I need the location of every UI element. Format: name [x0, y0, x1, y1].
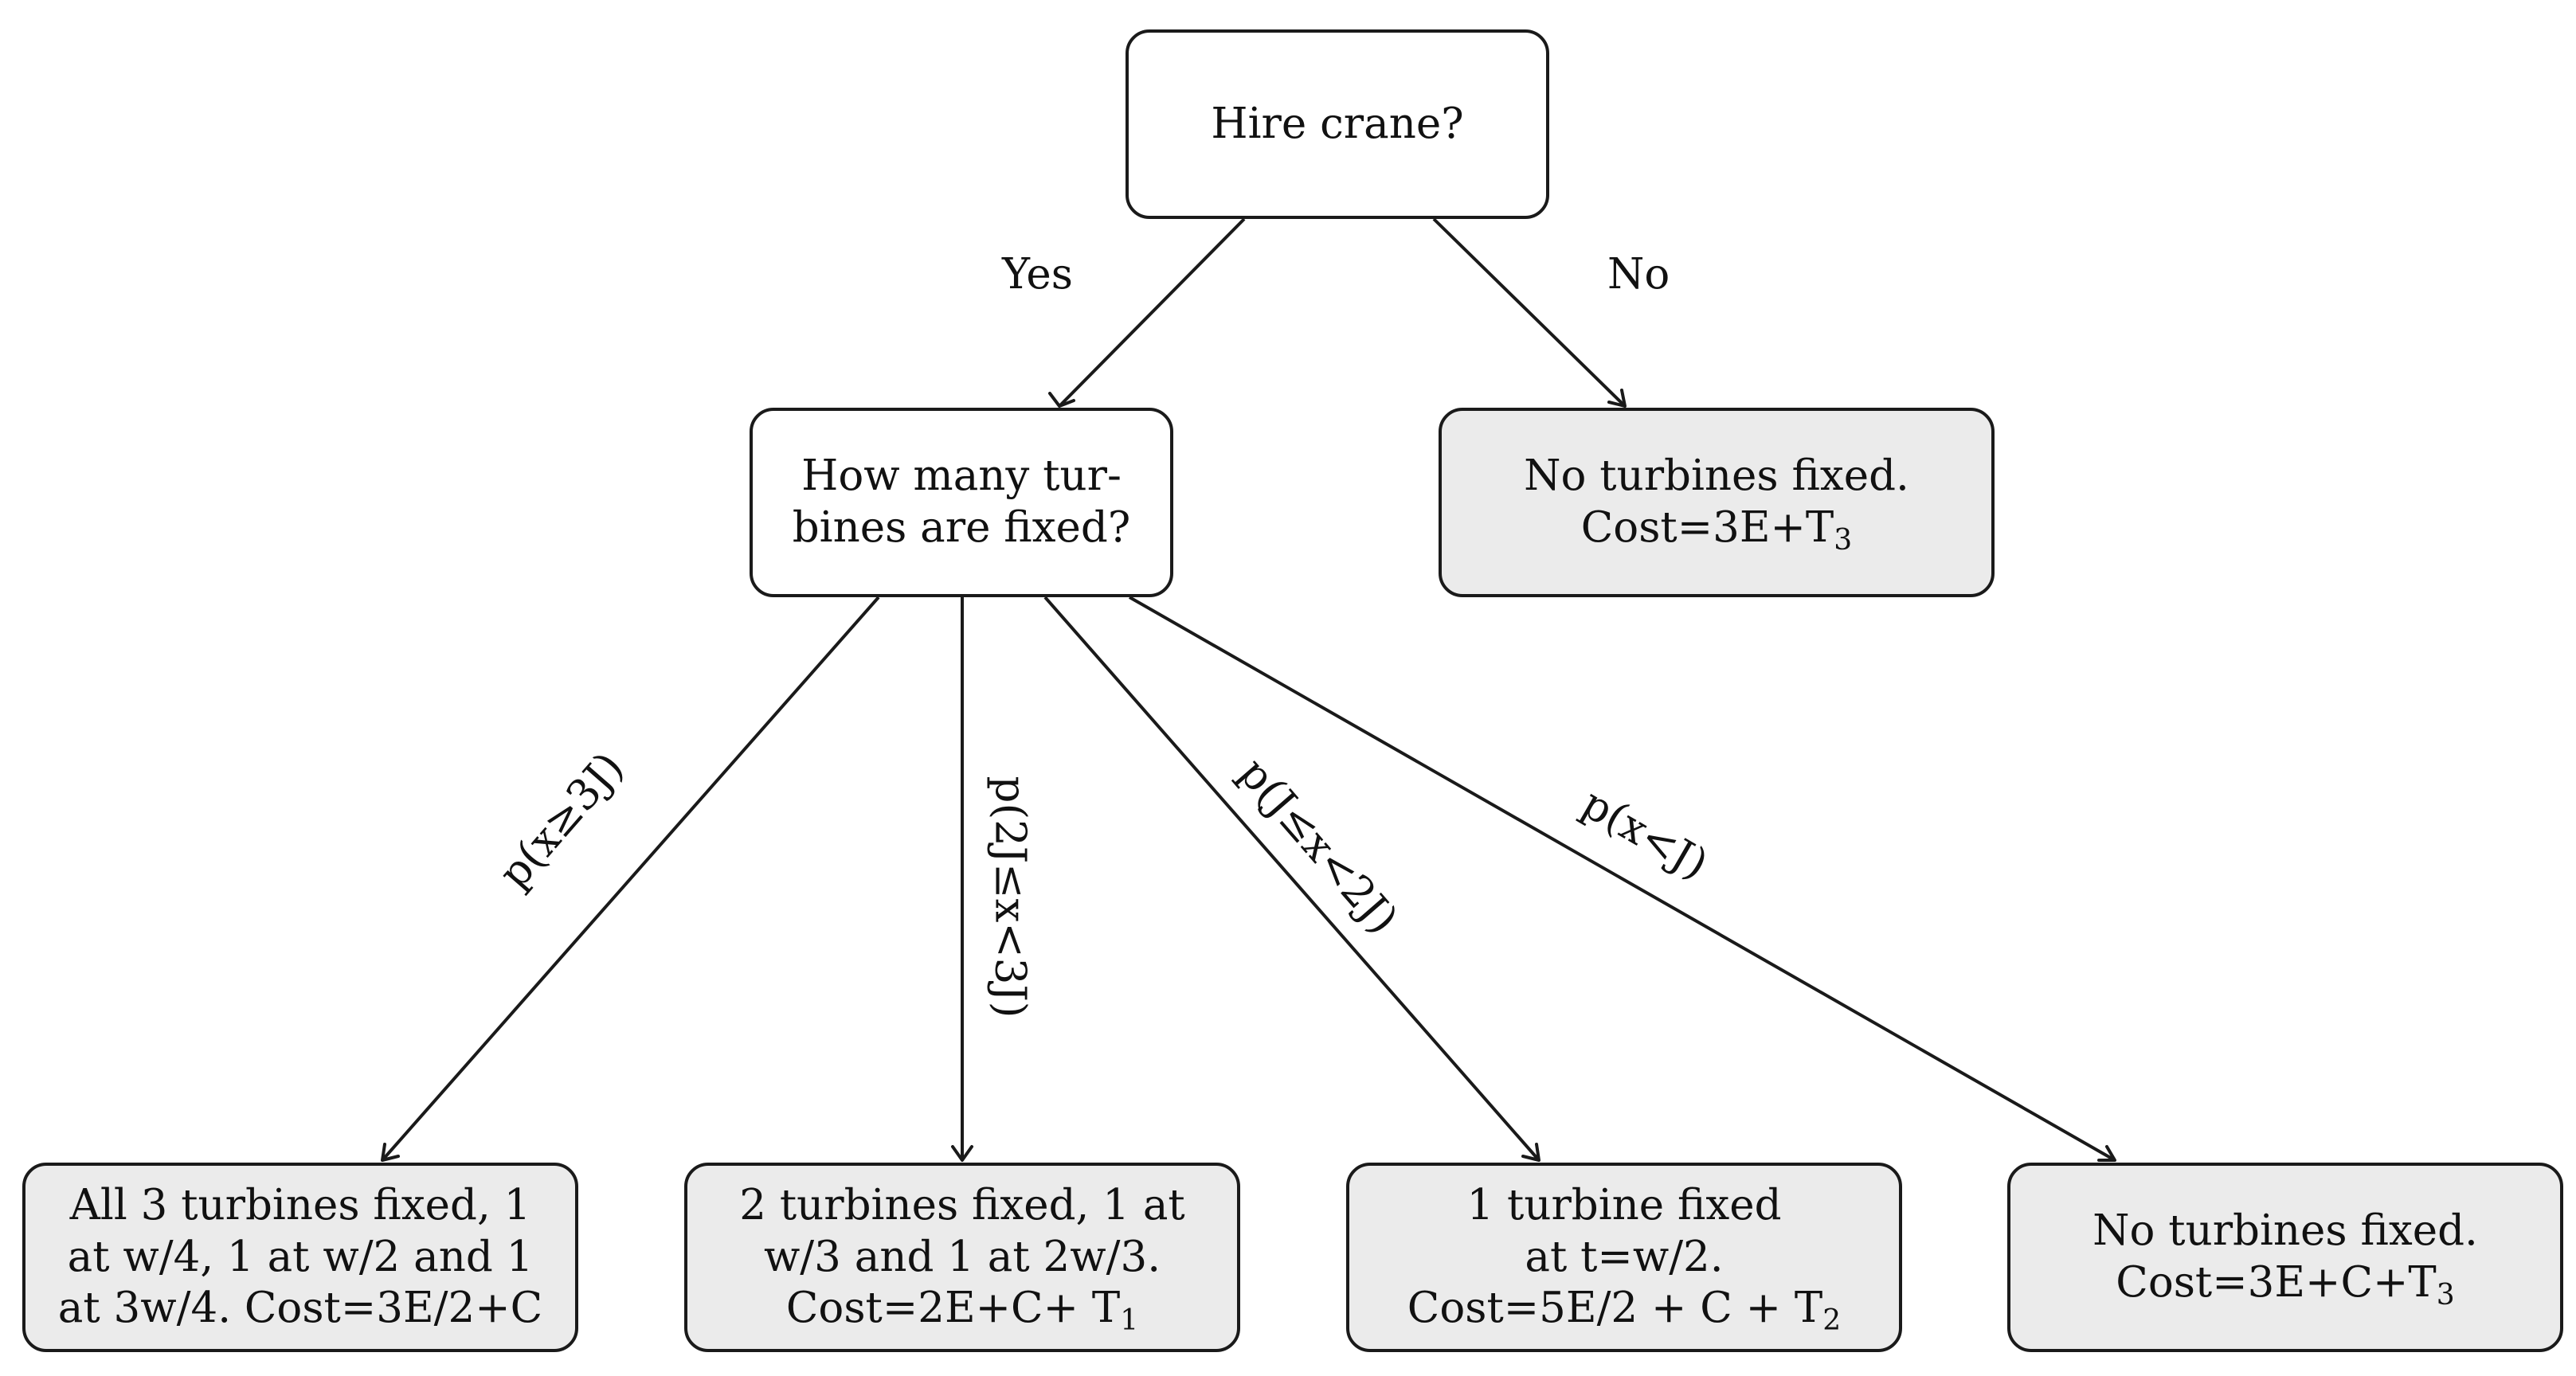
- node-none-cost: Cost=3E+C+T: [2116, 1258, 2437, 1307]
- node-none-outcome: No turbines fixed. Cost=3E+C+T3: [2007, 1163, 2563, 1352]
- node-no-crane-cost: Cost=3E+T: [1580, 503, 1834, 552]
- node-none-line1: No turbines fixed.: [2093, 1206, 2478, 1256]
- node-two-subscript: 1: [1120, 1304, 1139, 1338]
- edge-how-many-one: [1043, 596, 1541, 1162]
- node-how-many: How many tur- bines are fixed?: [750, 408, 1173, 597]
- edge-how-many-all3: [381, 596, 880, 1162]
- node-no-crane-line1: No turbines fixed.: [1524, 452, 1909, 501]
- edge-how-many-none: [1129, 596, 2116, 1162]
- node-hire-crane: Hire crane?: [1126, 29, 1549, 219]
- node-one-cost-subscript: 2: [1822, 1304, 1842, 1338]
- node-hire-crane-text: Hire crane?: [1211, 99, 1464, 148]
- node-one-outcome: 1 turbine fixed at t=w/2. Cost=5E/2 + C …: [1346, 1163, 1902, 1352]
- node-two-text: 2 turbines fixed, 1 at w/3 and 1 at 2w/3…: [739, 1181, 1185, 1333]
- edge-label-yes: Yes: [1002, 250, 1073, 299]
- node-all3-outcome: All 3 turbines fixed, 1 at w/4, 1 at w/2…: [22, 1163, 578, 1352]
- node-how-many-text: How many tur- bines are fixed?: [792, 452, 1131, 552]
- node-no-crane-outcome: No turbines fixed. Cost=3E+T3: [1439, 408, 1995, 597]
- edge-root-yes: [1048, 217, 1246, 408]
- node-one-cost: Cost=5E/2 + C + T: [1407, 1284, 1823, 1333]
- node-one-line2: at t=w/2.: [1525, 1232, 1724, 1281]
- edge-label-no: No: [1607, 250, 1670, 299]
- edge-how-many-two: [951, 597, 973, 1162]
- node-no-crane-cost-subscript: 3: [1834, 524, 1853, 557]
- edge-root-no: [1432, 217, 1627, 408]
- node-two-outcome: 2 turbines fixed, 1 at w/3 and 1 at 2w/3…: [684, 1163, 1240, 1352]
- node-all3-text: All 3 turbines fixed, 1 at w/4, 1 at w/2…: [57, 1181, 543, 1333]
- node-none-cost-subscript: 3: [2436, 1279, 2455, 1312]
- node-one-line1: 1 turbine fixed: [1466, 1181, 1782, 1230]
- edge-label-p-2j-3j: p(2J≤x<3J): [985, 776, 1035, 1018]
